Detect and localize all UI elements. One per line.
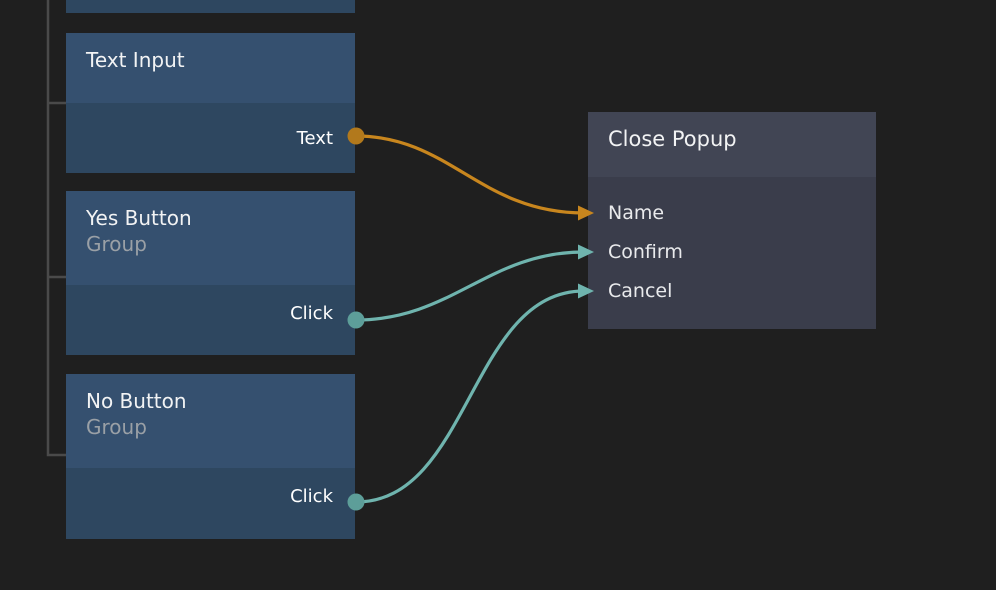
node-text-input-header: Text Input bbox=[66, 33, 355, 103]
output-port-click[interactable]: Click bbox=[290, 487, 333, 507]
input-port-label: Name bbox=[608, 202, 665, 224]
node-title: Text Input bbox=[86, 48, 185, 72]
node-text-input-body: Text bbox=[66, 103, 355, 173]
node-partial-top[interactable] bbox=[66, 0, 355, 13]
node-title: Close Popup bbox=[608, 127, 737, 151]
output-port-label: Click bbox=[290, 486, 333, 507]
node-yes-button[interactable]: Yes Button Group Click bbox=[66, 191, 355, 355]
node-close-popup[interactable]: Close Popup Name Confirm Cancel bbox=[588, 112, 876, 329]
node-no-button-body: Click bbox=[66, 468, 355, 539]
node-no-button-header: No Button Group bbox=[66, 374, 355, 468]
node-no-button[interactable]: No Button Group Click bbox=[66, 374, 355, 539]
input-port-cancel[interactable]: Cancel bbox=[608, 280, 672, 302]
node-close-popup-body: Name Confirm Cancel bbox=[588, 177, 876, 329]
output-port-click[interactable]: Click bbox=[290, 304, 333, 324]
node-title: Yes Button bbox=[86, 206, 192, 230]
input-port-name[interactable]: Name bbox=[608, 202, 664, 224]
input-port-label: Cancel bbox=[608, 280, 673, 302]
node-text-input[interactable]: Text Input Text bbox=[66, 33, 355, 173]
output-port-label: Click bbox=[290, 303, 333, 324]
output-port-text[interactable]: Text bbox=[297, 129, 333, 149]
input-port-label: Confirm bbox=[608, 241, 683, 263]
node-partial-top-body bbox=[66, 0, 355, 13]
node-close-popup-header: Close Popup bbox=[588, 112, 876, 177]
output-port-label: Text bbox=[296, 128, 333, 149]
node-yes-button-body: Click bbox=[66, 285, 355, 355]
node-title: No Button bbox=[86, 389, 187, 413]
node-subtitle: Group bbox=[86, 415, 147, 439]
node-yes-button-header: Yes Button Group bbox=[66, 191, 355, 285]
input-port-confirm[interactable]: Confirm bbox=[608, 241, 683, 263]
node-subtitle: Group bbox=[86, 232, 147, 256]
